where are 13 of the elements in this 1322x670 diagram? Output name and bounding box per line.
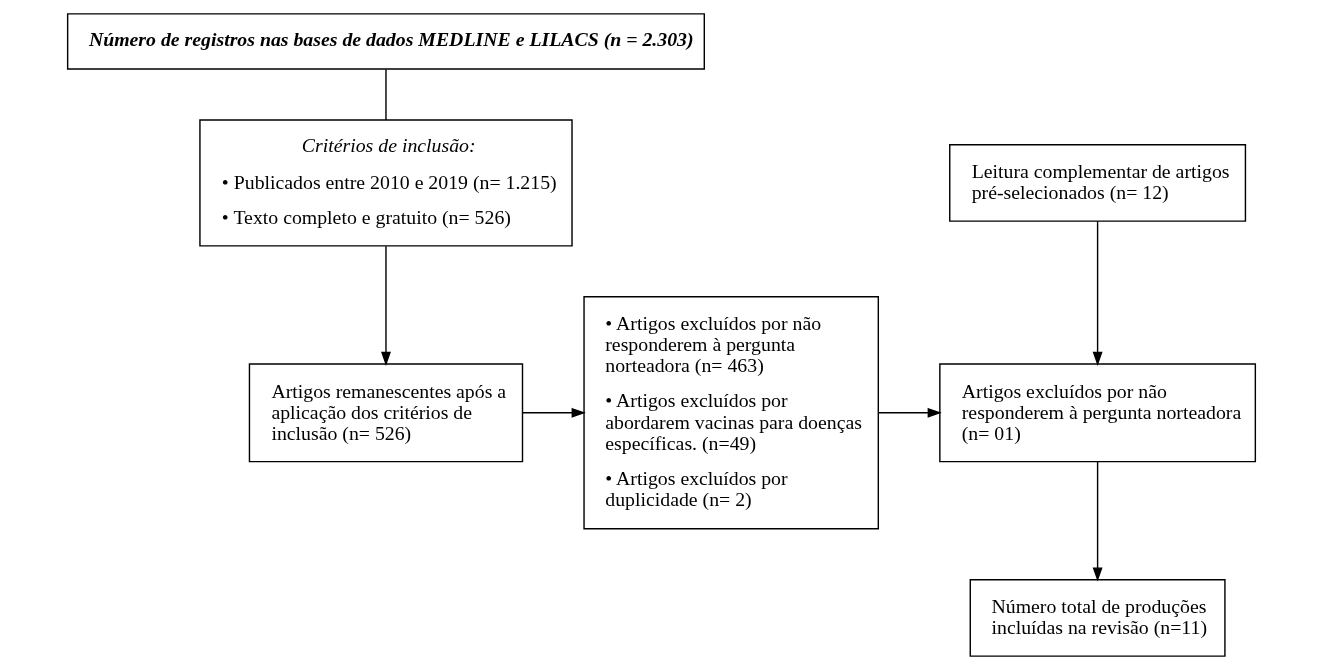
connector <box>384 68 387 121</box>
node-box: Número de registros nas bases de dados MEDLINE e LILACS (n = 2.303) <box>66 13 705 70</box>
node-box: Número total de produções incluídas na revisão (n=11) <box>969 579 1226 657</box>
arrow <box>1092 461 1103 582</box>
node-box: • Artigos excluídos por não responderem à pergunta norteadora (n= 463) • Artigos excluídos por abordarem vacinas para doenças específicas. (n=49) • Artigos excluídos por duplicidade (n= 2) <box>582 296 879 530</box>
arrow <box>380 245 391 366</box>
node-box: Artigos remanescentes após a aplicação dos critérios de inclusão (n= 526) <box>248 363 523 463</box>
arrow <box>877 407 942 418</box>
node-box: Artigos excluídos por não responderem à pergunta norteadora (n= 01) <box>938 363 1256 463</box>
node-box: Leitura complementar de artigos pré-selecionados (n= 12) <box>948 144 1246 222</box>
node-box: Critérios de inclusão: • Publicados entre 2010 e 2019 (n= 1.215) • Texto completo e gratuito (n= 526) <box>198 119 573 247</box>
arrow <box>521 407 586 418</box>
arrow <box>1092 220 1103 366</box>
